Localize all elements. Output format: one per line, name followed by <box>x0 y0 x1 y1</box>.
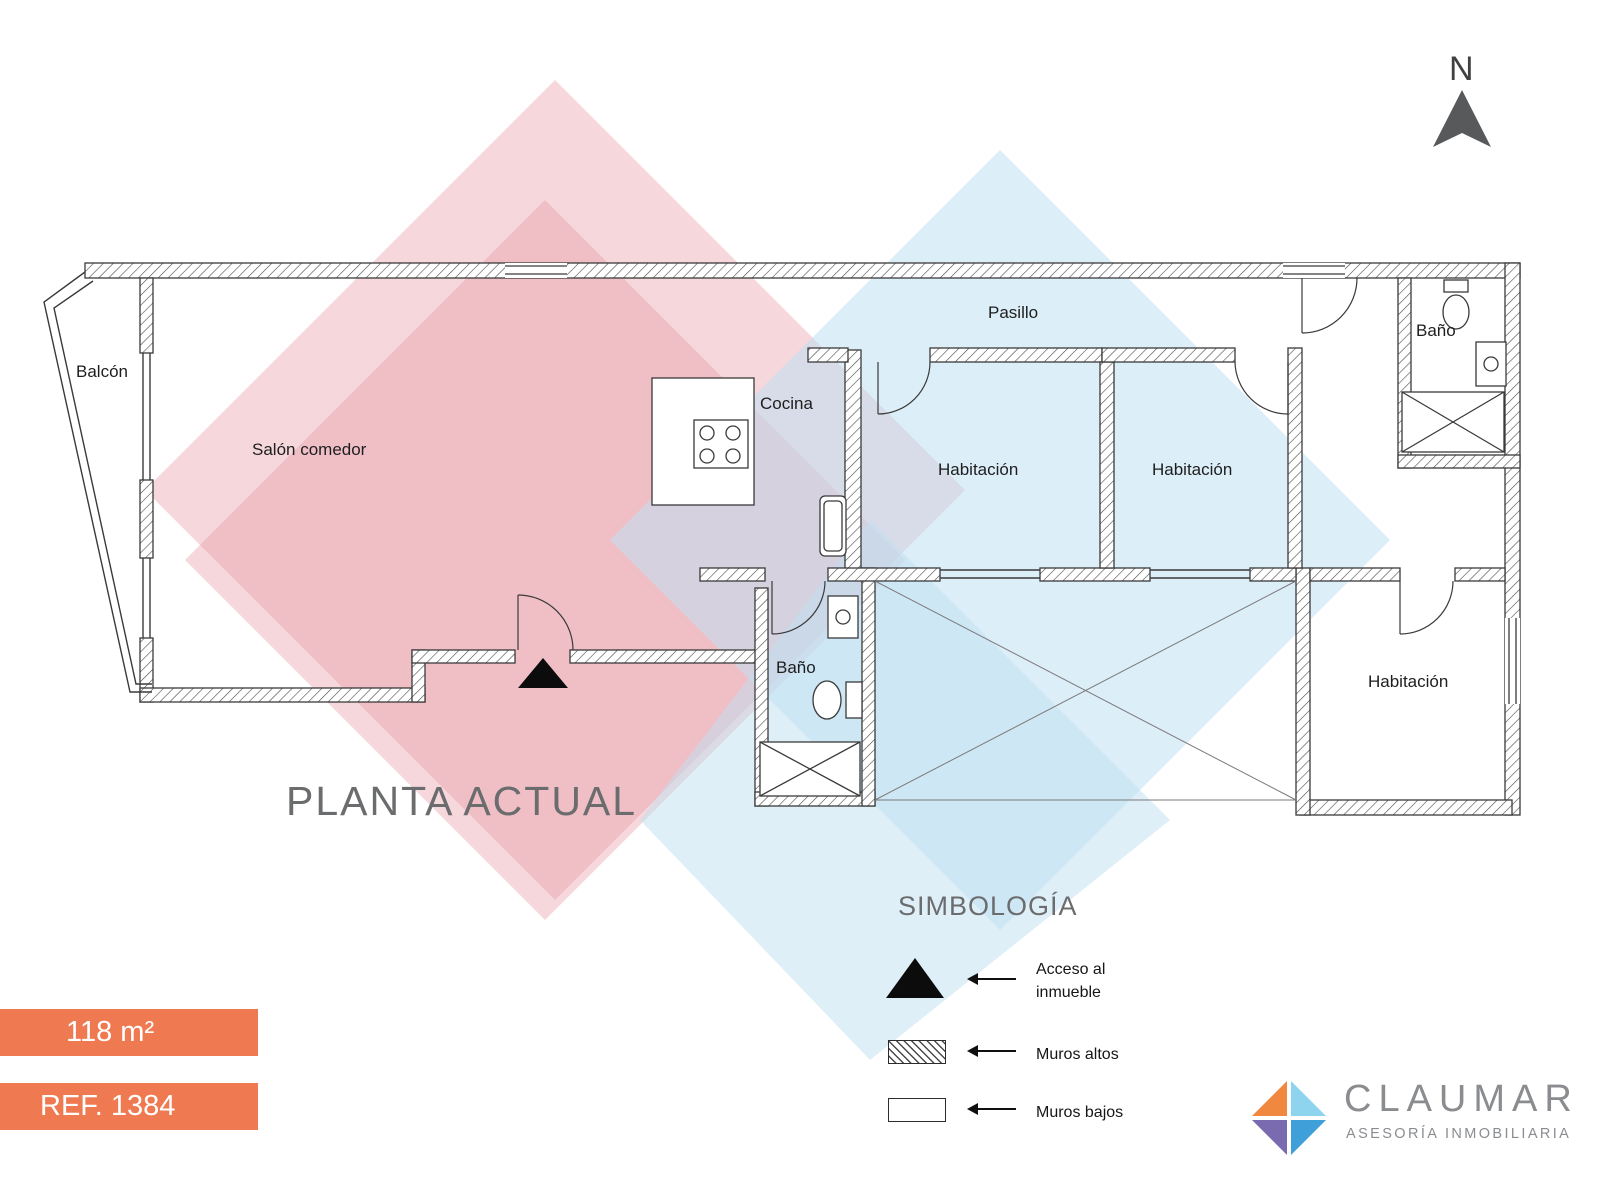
legend-arrow-icon <box>967 1103 1016 1115</box>
brand-name: CLAUMAR <box>1344 1078 1579 1120</box>
access-triangle-icon <box>886 958 944 998</box>
kitchen-sink-icon <box>819 495 847 557</box>
fixtures <box>651 279 1507 797</box>
room-label-bano-inf: Baño <box>776 658 816 677</box>
high-walls-hatched-icon <box>888 1040 946 1064</box>
walls-low <box>43 271 1250 693</box>
washbasin-icon <box>827 595 859 639</box>
room-label-habitacion2: Habitación <box>1152 460 1233 479</box>
low-walls-outline-icon <box>888 1098 946 1122</box>
legend-label-muros-bajos: Muros bajos <box>1036 1104 1124 1121</box>
windows <box>505 263 1520 704</box>
plan-title: PLANTA ACTUAL <box>286 778 638 824</box>
room-label-balcon: Balcón <box>76 362 128 381</box>
area-badge: 118 m² <box>0 1009 258 1056</box>
toilet-icon <box>1442 294 1470 330</box>
entrance-access-icon <box>518 658 568 688</box>
doors <box>517 277 1454 651</box>
legend-label-muros-altos: Muros altos <box>1036 1046 1119 1063</box>
room-label-pasillo: Pasillo <box>988 303 1039 322</box>
walls-high <box>84 262 1521 816</box>
legend-title: SIMBOLOGÍA <box>898 891 1078 921</box>
room-label-cocina: Cocina <box>760 394 813 413</box>
brand-tagline: ASESORÍA INMOBILIARIA <box>1346 1126 1572 1142</box>
north-arrow-icon <box>1433 90 1491 147</box>
north-label: N <box>1449 50 1474 88</box>
reference-badge: REF. 1384 <box>0 1083 258 1130</box>
legend-label-access: Acceso al inmueble <box>1036 961 1106 1002</box>
room-label-habitacion1: Habitación <box>938 460 1019 479</box>
toilet-icon <box>812 680 842 720</box>
legend-arrow-icon <box>967 1045 1016 1057</box>
washbasin-icon <box>1475 341 1507 387</box>
room-label-habitacion3: Habitación <box>1368 672 1449 691</box>
void-cross <box>874 580 1297 801</box>
legend-arrow-icon <box>967 973 1016 985</box>
room-label-salon: Salón comedor <box>252 440 367 459</box>
room-label-bano-sup: Baño <box>1416 321 1456 340</box>
